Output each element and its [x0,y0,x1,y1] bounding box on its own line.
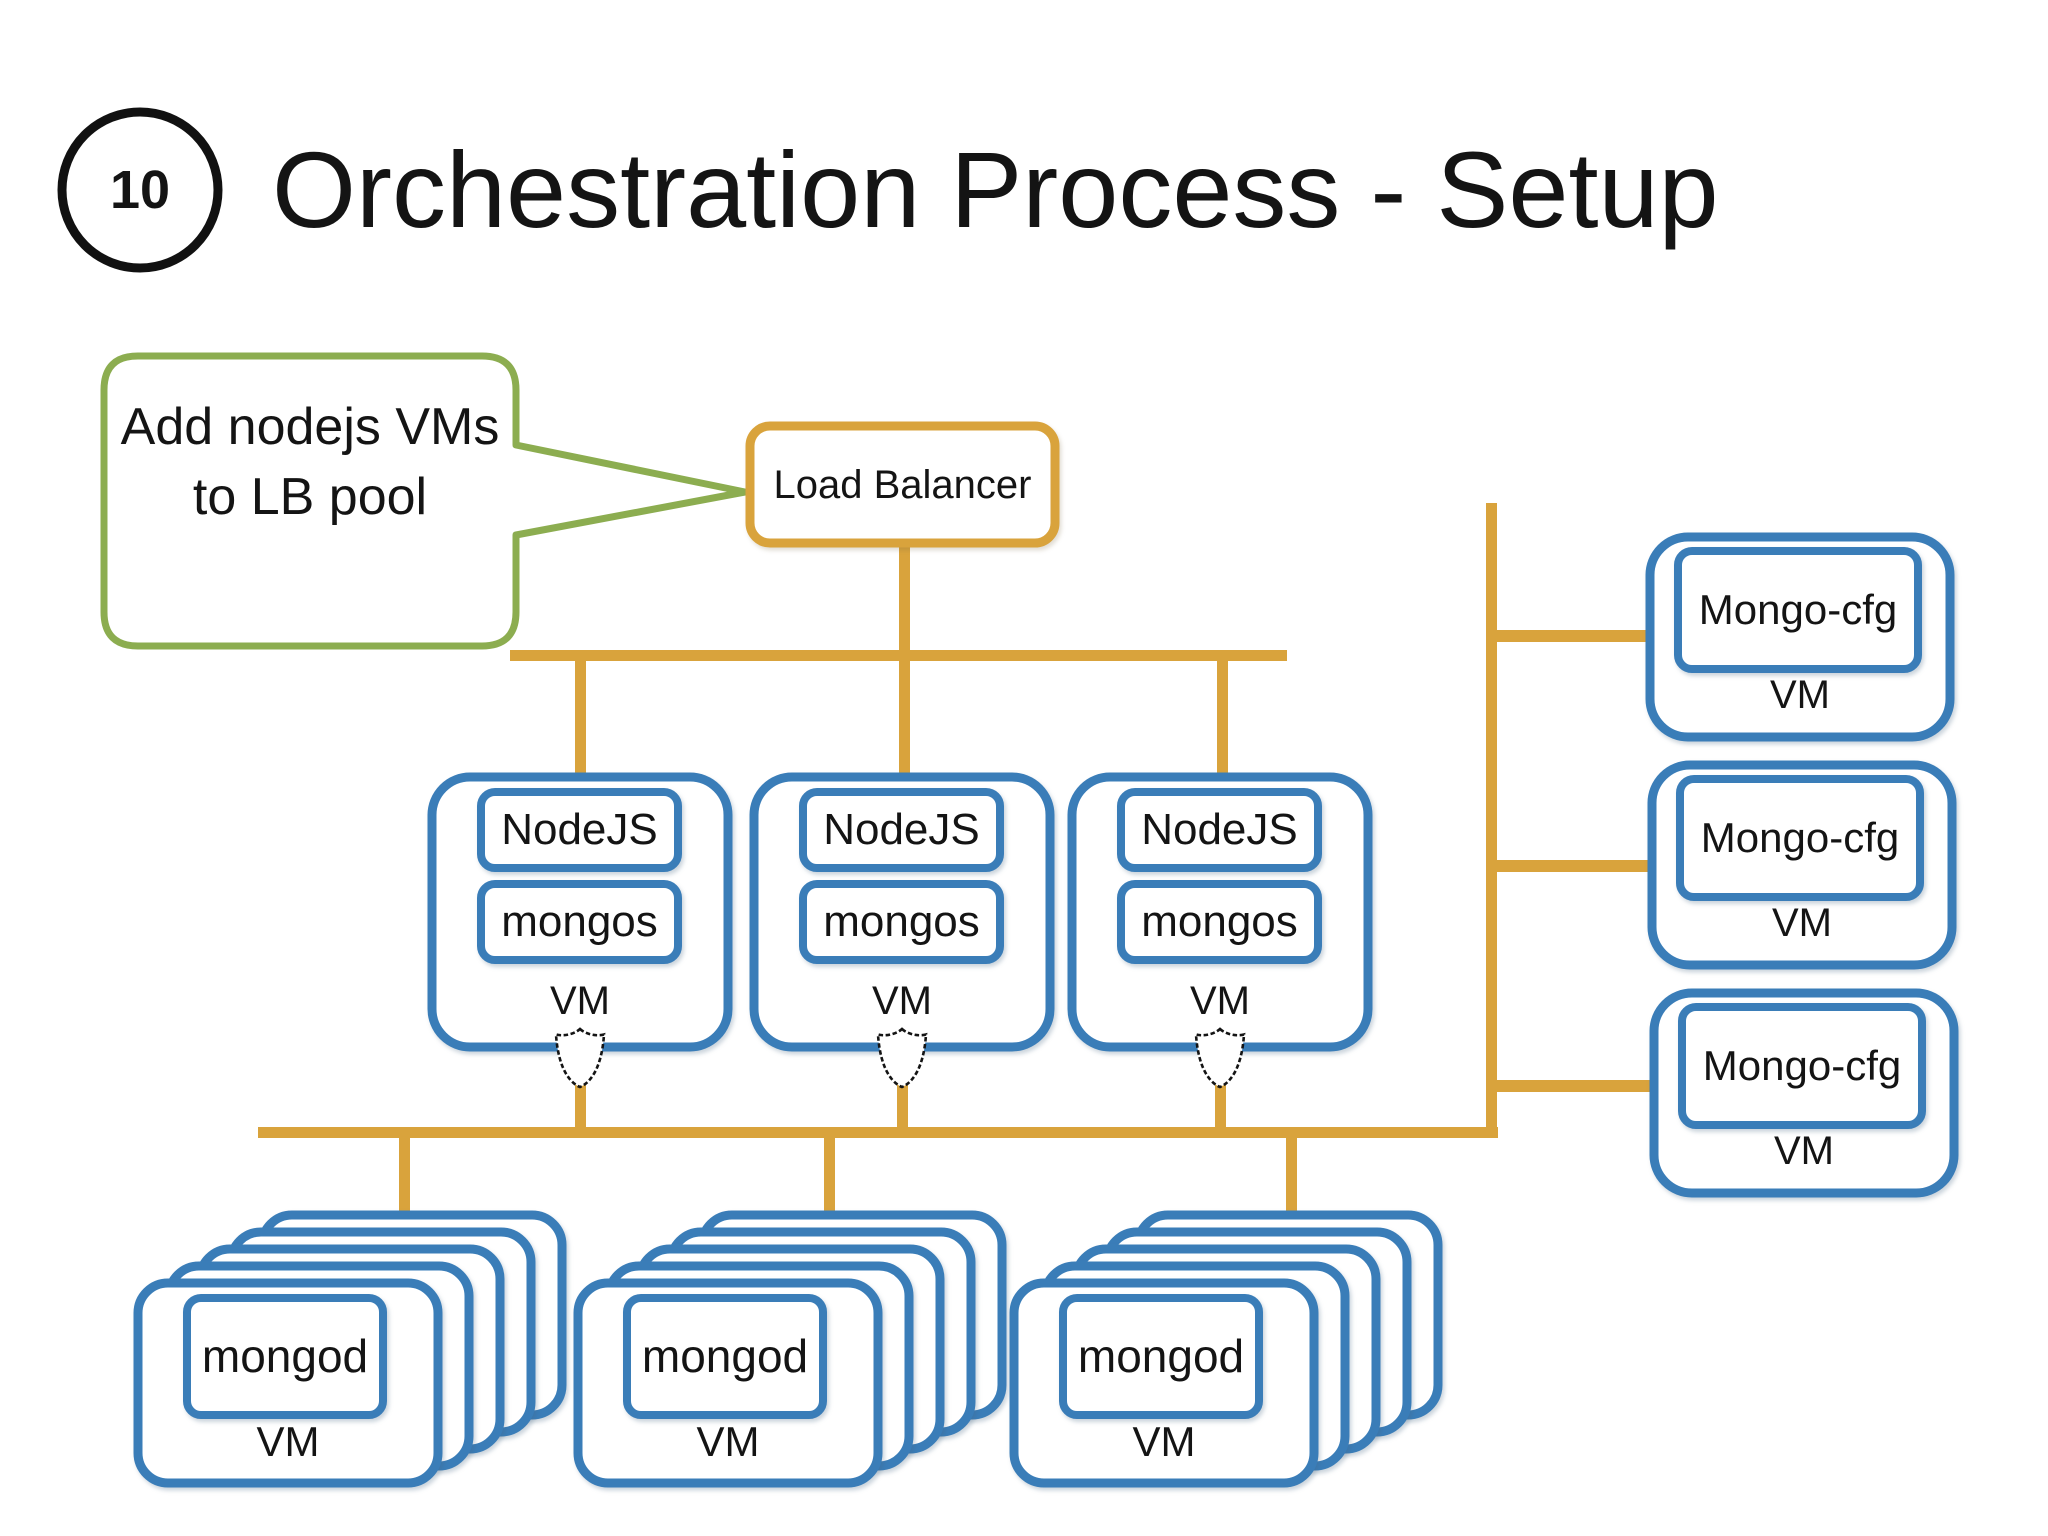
config-vm-1 [1645,532,1955,742]
stub-to-cfg-3 [1492,1080,1652,1092]
shield-icon [554,1027,606,1089]
mongo-cfg-label: Mongo-cfg [1702,1041,1902,1089]
vm-label: VM [872,979,932,1023]
vm-label: VM [1190,979,1250,1023]
mongod-label: mongod [1077,1330,1245,1383]
right-vertical-line [1486,503,1497,1133]
config-vm-3 [1649,988,1959,1198]
nodejs-box [477,788,682,872]
connector-lines [258,503,1652,1218]
mongos-box [1117,880,1322,964]
shield-icon [1194,1027,1246,1089]
mongod-box [623,1294,827,1419]
vm-label: VM [1132,1417,1196,1465]
mongos-box [799,880,1004,964]
mongod-stack-3 [1009,1210,1443,1488]
stub-to-cfg-2 [1492,860,1652,872]
step-badge-circle [57,107,223,273]
mongo-cfg-box [1678,1003,1926,1129]
mongod-label: mongod [201,1330,369,1383]
mongod-box [1059,1294,1263,1419]
mongo-cfg-label: Mongo-cfg [1698,585,1898,633]
drop-to-app-vm-1 [575,655,586,782]
shield-drop-2 [897,1083,908,1132]
lower-bus-line [258,1127,1498,1138]
mongos-label: mongos [1141,896,1298,946]
app-vm-3 [1067,772,1373,1052]
mongod-box [183,1294,387,1419]
mongos-label: mongos [501,896,658,946]
callout-bubble [100,352,749,650]
nodejs-box [799,788,1004,872]
load-balancer-label: Load Balancer [773,462,1032,507]
mongo-cfg-box [1674,547,1922,673]
drop-to-app-vm-3 [1217,655,1228,782]
app-vm-2 [749,772,1055,1052]
mongod-stack-1 [133,1210,567,1488]
load-balancer-box [745,421,1060,548]
shield-icon [876,1027,928,1089]
mongod-label: mongod [641,1330,809,1383]
config-vm-2 [1647,760,1957,970]
shield-drop-3 [1215,1083,1226,1132]
vm-label: VM [1774,1129,1834,1173]
mongo-cfg-label: Mongo-cfg [1700,813,1900,861]
page-title: Orchestration Process - Setup [272,129,1719,251]
vm-label: VM [1772,901,1832,945]
vm-label: VM [256,1417,320,1465]
drop-to-stack-2 [824,1133,835,1218]
drop-to-stack-3 [1286,1133,1297,1218]
lb-drop-line [899,540,910,655]
step-badge-number: 10 [109,159,171,220]
callout-text-line-2: to LB pool [192,467,428,526]
nodejs-label: NodeJS [501,804,658,854]
mongo-cfg-box [1676,775,1924,901]
drop-to-app-vm-2 [899,655,910,782]
mongos-box [477,880,682,964]
nodejs-box [1117,788,1322,872]
nodejs-label: NodeJS [1141,804,1298,854]
shield-drop-1 [575,1083,586,1132]
mongod-stack-2 [573,1210,1007,1488]
app-vm-1 [427,772,733,1052]
upper-bus-line [510,650,1287,661]
mongos-label: mongos [823,896,980,946]
nodejs-label: NodeJS [823,804,980,854]
vm-label: VM [550,979,610,1023]
stub-to-cfg-1 [1492,630,1652,642]
vm-label: VM [1770,673,1830,717]
vm-label: VM [696,1417,760,1465]
security-shields [554,1027,1246,1089]
drop-to-stack-1 [399,1133,410,1218]
callout-text-line-1: Add nodejs VMs [120,397,500,456]
